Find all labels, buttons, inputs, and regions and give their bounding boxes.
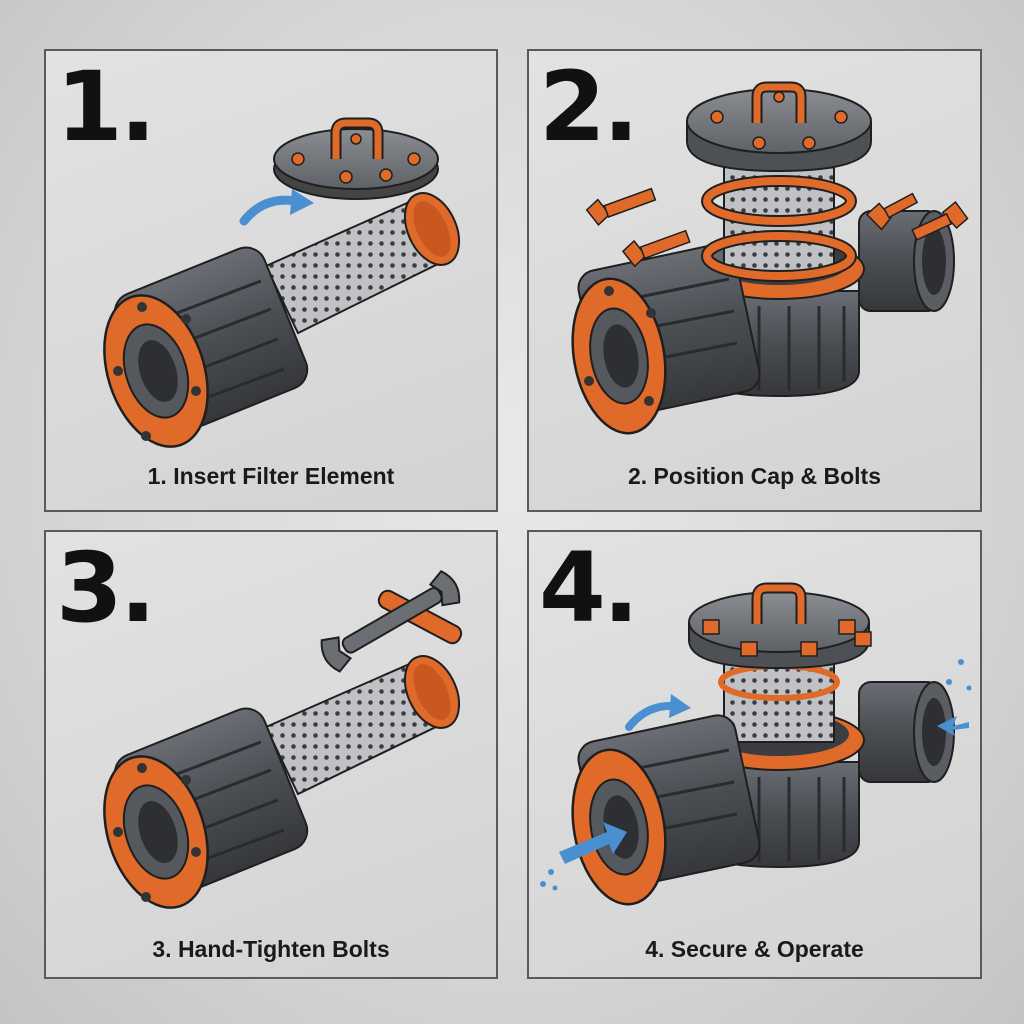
- outlet-pipe: [858, 681, 955, 783]
- inlet-body: [571, 714, 761, 906]
- step-4-illustration: [540, 582, 972, 906]
- step-1-illustration: [103, 117, 461, 448]
- inlet-body: [571, 243, 761, 435]
- step-number: 2.: [539, 51, 639, 163]
- step-4-panel: 4.: [527, 530, 982, 979]
- step-1-panel: 1.: [44, 49, 498, 512]
- step-number: 4.: [539, 532, 639, 644]
- wrench-icon: [320, 570, 463, 673]
- step-number: 1.: [56, 51, 156, 163]
- step-caption: 1. Insert Filter Element: [147, 463, 395, 489]
- step-caption: 4. Secure & Operate: [645, 936, 864, 962]
- flow-arrows: [559, 694, 969, 864]
- step-number: 3.: [56, 532, 156, 644]
- filter-element: [103, 192, 461, 448]
- filter-cap: [686, 81, 872, 173]
- insert-arrow: [239, 195, 301, 226]
- step-2-panel: 2.: [527, 49, 982, 512]
- filter-cap: [273, 117, 439, 200]
- step-caption: 2. Position Cap & Bolts: [627, 463, 882, 489]
- step-3-panel: 3.: [44, 530, 498, 979]
- filter-cap: [688, 582, 872, 670]
- loose-bolts: [585, 187, 969, 268]
- filter-element: [701, 160, 857, 282]
- filter-assembly: [103, 655, 461, 909]
- step-caption: 3. Hand-Tighten Bolts: [152, 936, 390, 962]
- step-2-illustration: [571, 81, 969, 435]
- step-3-illustration: [103, 570, 463, 909]
- water-drops: [540, 659, 972, 891]
